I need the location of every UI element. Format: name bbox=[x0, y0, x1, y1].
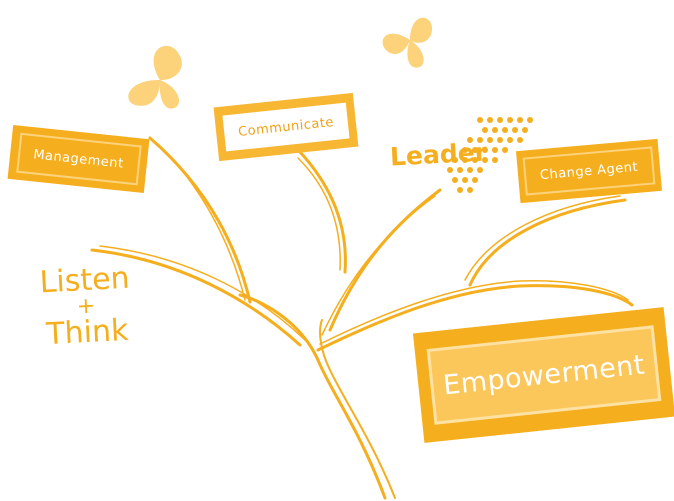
leader-label: Leader bbox=[389, 137, 488, 172]
empowerment-label: Empowerment bbox=[441, 349, 647, 401]
change-agent-label: Change Agent bbox=[539, 159, 639, 183]
dotted-triangle-icon bbox=[447, 117, 533, 193]
butterfly-icon bbox=[382, 17, 432, 68]
branch-management bbox=[148, 136, 252, 304]
listen-think-text: Listen + Think bbox=[24, 261, 148, 353]
trunk bbox=[238, 293, 387, 500]
think-label: Think bbox=[45, 312, 130, 353]
management-label: Management bbox=[32, 146, 125, 172]
branch-empowerment bbox=[316, 284, 634, 352]
communicate-label: Communicate bbox=[237, 114, 335, 140]
branch-change bbox=[468, 198, 627, 287]
butterfly-icon bbox=[128, 45, 182, 109]
branch-listen bbox=[90, 248, 302, 347]
branch-communicate bbox=[298, 150, 347, 274]
tree-branches bbox=[90, 136, 634, 500]
